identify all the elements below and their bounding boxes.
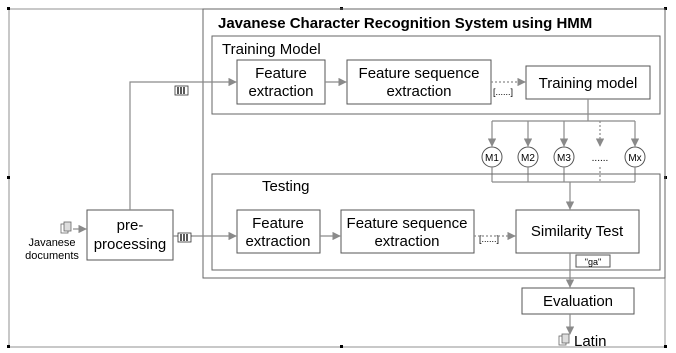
training-frame: [211, 35, 661, 115]
preprocessing-box: [86, 209, 174, 261]
training-label: Training Model: [222, 41, 321, 58]
testing-feature-sequence-box: [340, 209, 475, 254]
model-mx-label: Mx: [628, 153, 641, 164]
model-dots-label: ......: [592, 153, 609, 164]
arrow-preprocessing-to-training: [129, 77, 237, 210]
model-m2-label: M2: [521, 153, 535, 164]
training-feature-extraction-line1: Feature: [255, 65, 307, 82]
testing-label: Testing: [262, 178, 310, 195]
output-tag-box: [575, 254, 611, 268]
input-label-line1: Javanese: [28, 237, 75, 249]
latin-label: Latin: [574, 333, 607, 350]
training-feature-sequence-line1: Feature sequence: [359, 65, 480, 82]
output-tag-label: "ga": [585, 257, 601, 267]
testing-feature-extraction-box: [236, 209, 321, 254]
testing-feature-extraction-line1: Feature: [252, 215, 304, 232]
preprocessing-line1: pre-: [117, 217, 144, 234]
evaluation-box: [521, 287, 635, 315]
model-m3-label: M3: [557, 153, 571, 164]
preprocessing-line2: processing: [94, 236, 167, 253]
system-title: Javanese Character Recognition System us…: [218, 15, 592, 32]
training-image-bars-icon: [174, 85, 189, 96]
input-label-line2: documents: [25, 250, 79, 262]
system-frame: [202, 8, 666, 279]
training-model-box: [525, 65, 651, 100]
latin-document-icon: [558, 333, 570, 346]
testing-feature-sequence-line1: Feature sequence: [347, 215, 468, 232]
testing-image-bars-icon: [177, 232, 192, 243]
testing-feature-sequence-line2: extraction: [374, 233, 439, 250]
testing-feature-extraction-line2: extraction: [245, 233, 310, 250]
testing-ellipsis: [......]: [479, 234, 499, 244]
training-model-label: Training model: [539, 75, 638, 92]
evaluation-label: Evaluation: [543, 293, 613, 310]
training-feature-sequence-box: [346, 59, 492, 105]
training-feature-extraction-line2: extraction: [248, 83, 313, 100]
testing-frame: [211, 173, 661, 271]
input-document-icon: [60, 221, 72, 234]
training-ellipsis: [......]: [493, 87, 513, 97]
training-feature-sequence-line2: extraction: [386, 83, 451, 100]
similarity-test-label: Similarity Test: [531, 223, 624, 240]
similarity-test-box: [515, 209, 640, 254]
model-m1-label: M1: [485, 153, 499, 164]
